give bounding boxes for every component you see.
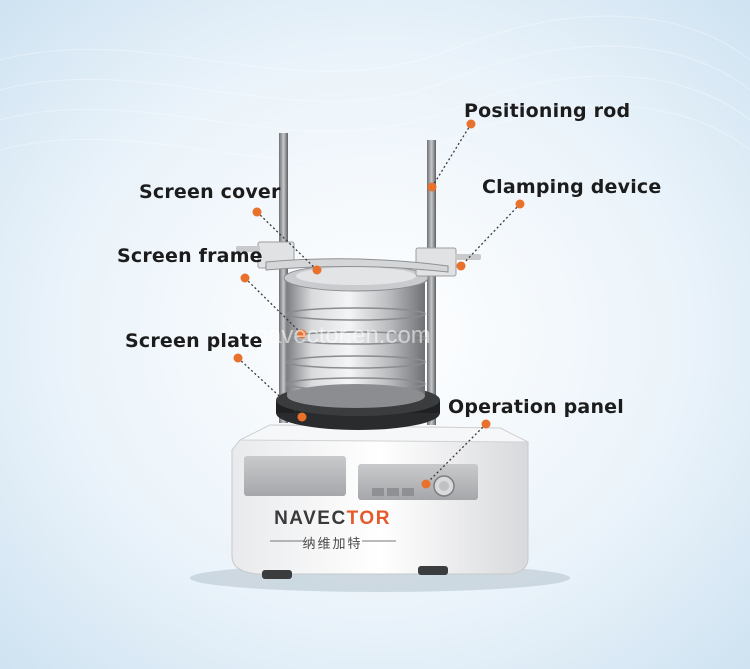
label-clamping-device: Clamping device: [482, 176, 662, 198]
label-positioning-rod: Positioning rod: [464, 100, 631, 122]
foot-left: [262, 570, 292, 579]
label-screen-plate: Screen plate: [125, 330, 263, 352]
leader-lines: [237, 123, 521, 485]
marker-operation-panel-end: [421, 479, 431, 489]
marker-clamping-device-start: [515, 199, 525, 209]
marker-screen-frame-start: [240, 273, 250, 283]
instrument-base: [231, 424, 529, 579]
foot-right: [418, 566, 448, 575]
label-operation-panel: Operation panel: [448, 396, 624, 418]
brand-subtitle: 纳维加特: [302, 537, 363, 552]
brand-logo-part1: NAVEC: [274, 508, 347, 529]
marker-screen-frame-end: [297, 329, 307, 339]
marker-positioning-rod-end: [427, 182, 437, 192]
marker-operation-panel-start: [481, 419, 491, 429]
sieve-stack: [286, 280, 426, 408]
leader-markers: [233, 119, 525, 489]
brand-logo: NAVECTOR: [270, 508, 395, 530]
marker-screen-cover-start: [252, 207, 262, 217]
label-screen-cover: Screen cover: [139, 181, 281, 203]
brand-logo-part2: TOR: [346, 508, 391, 529]
left-steel-panel: [244, 456, 346, 496]
marker-screen-cover-end: [312, 265, 322, 275]
label-screen-frame: Screen frame: [117, 245, 263, 267]
clamp-bar: [236, 241, 481, 277]
marker-screen-plate-end: [297, 412, 307, 422]
marker-screen-plate-start: [233, 353, 243, 363]
marker-positioning-rod-start: [466, 119, 476, 129]
watermark: hnnavector.en.com: [228, 322, 431, 349]
positioning-rod-right: [427, 140, 436, 425]
marker-clamping-device-end: [456, 261, 466, 271]
